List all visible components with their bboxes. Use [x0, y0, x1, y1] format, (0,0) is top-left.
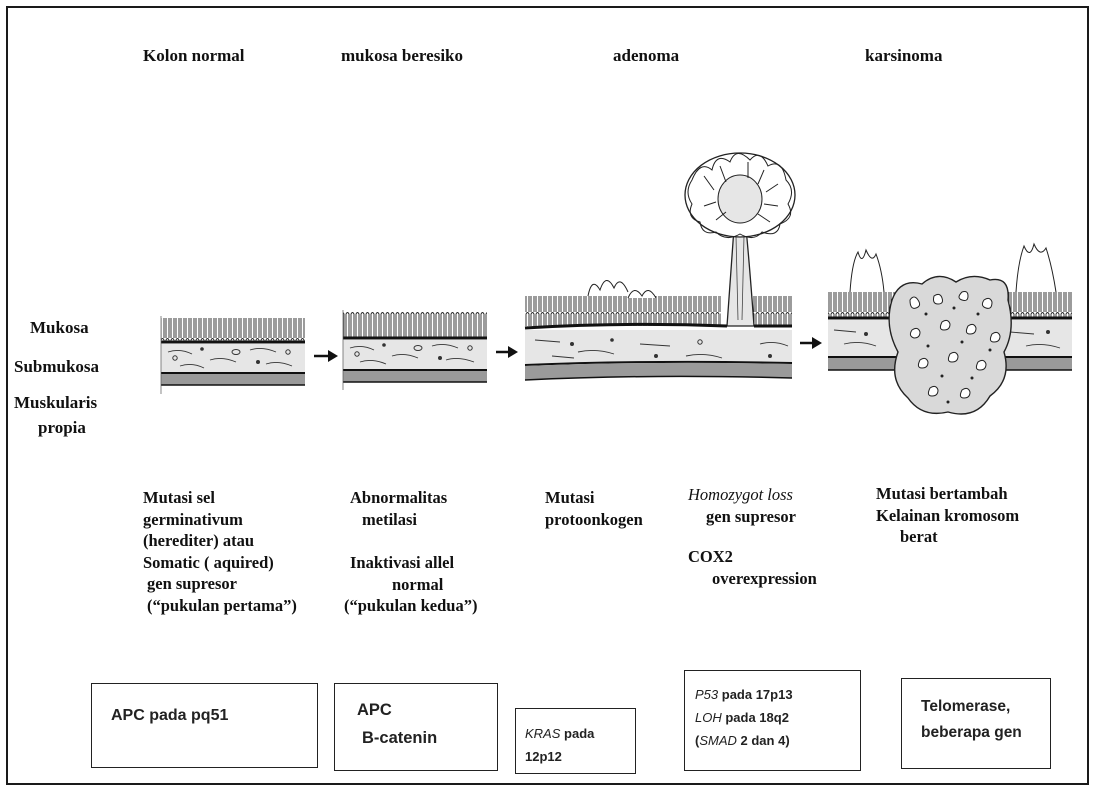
- gene-box-apc: APC pada pq51: [91, 683, 318, 768]
- gene-box-kras: KRAS pada 12p12: [515, 708, 636, 774]
- gene-box-telomerase: Telomerase, beberapa gen: [901, 678, 1051, 769]
- note-adenoma-late: Homozygot loss gen supresor COX2 overexp…: [688, 484, 817, 589]
- note-karsinoma: Mutasi bertambah Kelainan kromosom berat: [876, 483, 1019, 548]
- tissue-section-adenoma: [525, 153, 795, 380]
- tissue-section-normal: [161, 316, 305, 394]
- note-kolon-normal: Mutasi sel germinativum (herediter) atau…: [143, 487, 297, 616]
- gene-box-p53-loh-smad: P53 pada 17p13 LOH pada 18q2 (SMAD 2 dan…: [684, 670, 861, 771]
- tissue-section-risk-mucosa: [343, 310, 487, 390]
- note-mukosa-beresiko: Abnormalitas metilasi Inaktivasi allel n…: [350, 487, 477, 617]
- note-adenoma-early: Mutasi protoonkogen: [545, 487, 643, 530]
- gene-box-apc-bcatenin: APC B-catenin: [334, 683, 498, 771]
- tissue-section-carcinoma: [828, 244, 1072, 414]
